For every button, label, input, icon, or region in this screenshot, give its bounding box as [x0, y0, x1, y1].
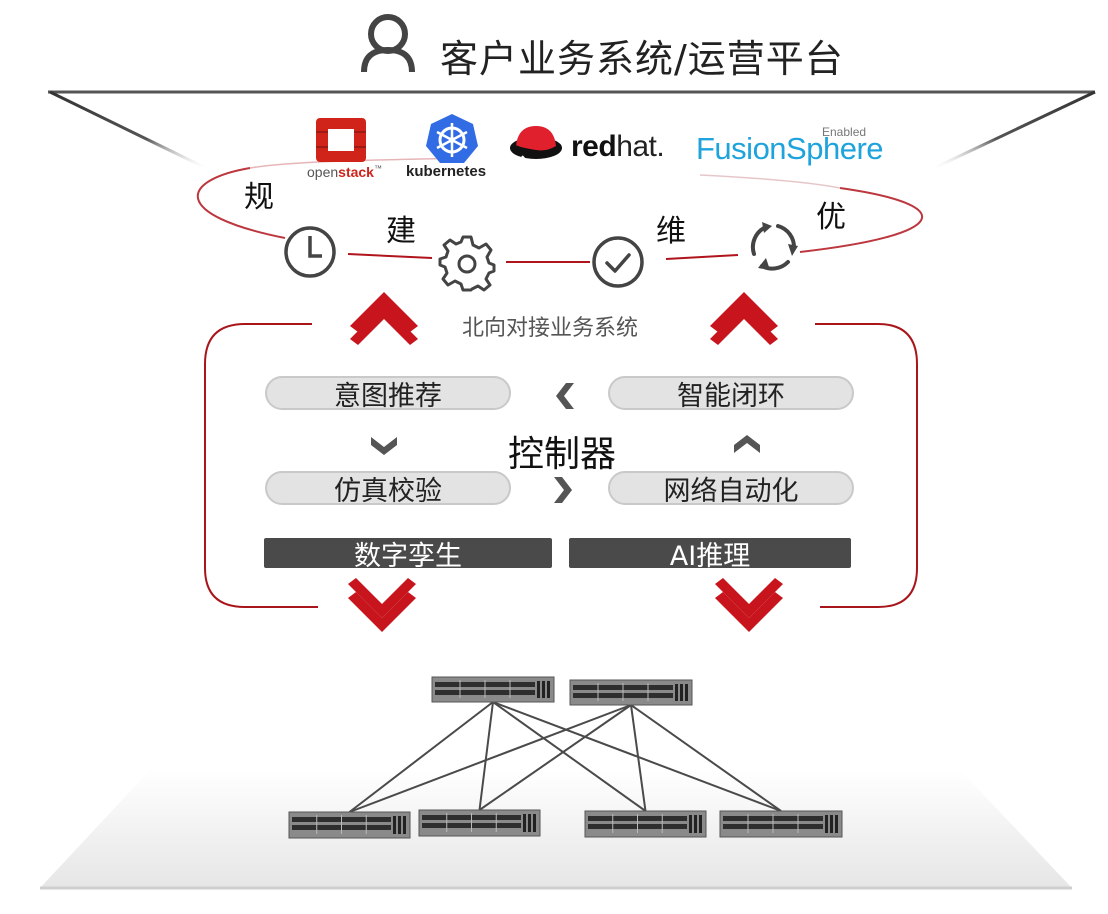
network-link [348, 701, 494, 813]
module-intent-recommendation[interactable]: 意图推荐 [265, 376, 511, 412]
network-link [478, 704, 632, 811]
network-link [478, 701, 494, 811]
funnel-right-edge [929, 90, 1096, 172]
redhat-text-bold: red [571, 130, 617, 163]
northbound-arrow-right [710, 292, 778, 345]
network-link [492, 701, 782, 812]
controller-title: 控制器 [508, 434, 617, 475]
fusionsphere-enabled-badge: Enabled [822, 125, 867, 139]
lifecycle-ellipse-top-right [699, 174, 841, 189]
openstack-logo-text: openstack™ [307, 164, 382, 180]
kubernetes-logo-text: kubernetes [406, 163, 487, 180]
fusionsphere-logo-text: FusionSphere [696, 131, 884, 166]
user-icon [361, 14, 415, 73]
southbound-arrow-left [348, 578, 416, 632]
redhat-logo-icon [510, 126, 562, 164]
openstack-tm: ™ [373, 164, 382, 173]
chevron-right-icon [554, 477, 572, 503]
network-link [630, 704, 647, 812]
network-link [349, 704, 632, 813]
openstack-text-bold: stack [338, 164, 374, 180]
openstack-logo-icon [316, 118, 366, 162]
platform-title: 客户业务系统/运营平台 [440, 37, 844, 81]
module-simulation-verification[interactable]: 仿真校验 [265, 471, 511, 507]
controller-frame-right [815, 323, 918, 608]
check-circle-icon [592, 236, 644, 288]
lifecycle-ellipse-right [799, 187, 924, 253]
leaf-switch-2[interactable] [418, 809, 541, 837]
lifecycle-stage-plan: 规 [244, 180, 274, 215]
leaf-switch-1[interactable] [288, 811, 411, 839]
lifecycle-ellipse-left [196, 167, 286, 239]
lifecycle-link-3 [665, 254, 739, 260]
northbound-arrow-left [350, 292, 418, 345]
lifecycle-stage-optimize: 优 [816, 200, 846, 235]
network-link [630, 704, 782, 812]
lifecycle-link-1 [347, 253, 433, 259]
controller-frame-left [204, 323, 318, 608]
network-link [492, 701, 647, 812]
foundation-digital-twin[interactable]: 数字孪生 [264, 538, 552, 572]
module-intelligent-closed-loop[interactable]: 智能闭环 [608, 376, 854, 412]
network-floor [40, 770, 1072, 888]
chevron-left-icon [556, 383, 574, 409]
lifecycle-stage-maintain: 维 [656, 214, 686, 249]
chevron-up-icon [734, 435, 760, 453]
lifecycle-stage-build: 建 [386, 214, 416, 249]
spine-switch-2[interactable] [569, 679, 693, 706]
kubernetes-logo-icon [426, 114, 478, 163]
redhat-text-light: hat. [616, 130, 665, 163]
leaf-switch-3[interactable] [584, 810, 707, 838]
chevron-down-icon [371, 437, 397, 455]
foundation-ai-inference[interactable]: AI推理 [569, 538, 851, 572]
redhat-logo-text: redhat. [571, 130, 665, 164]
openstack-text-light: open [307, 164, 339, 180]
cycle-arrows-icon [750, 222, 798, 271]
gear-icon [438, 235, 496, 292]
spine-switch-1[interactable] [431, 676, 555, 703]
northbound-label: 北向对接业务系统 [462, 316, 639, 341]
leaf-switch-4[interactable] [719, 810, 843, 838]
module-network-automation[interactable]: 网络自动化 [608, 471, 854, 507]
clock-icon [284, 226, 336, 278]
southbound-arrow-right [715, 578, 783, 632]
funnel-left-edge [49, 90, 211, 172]
